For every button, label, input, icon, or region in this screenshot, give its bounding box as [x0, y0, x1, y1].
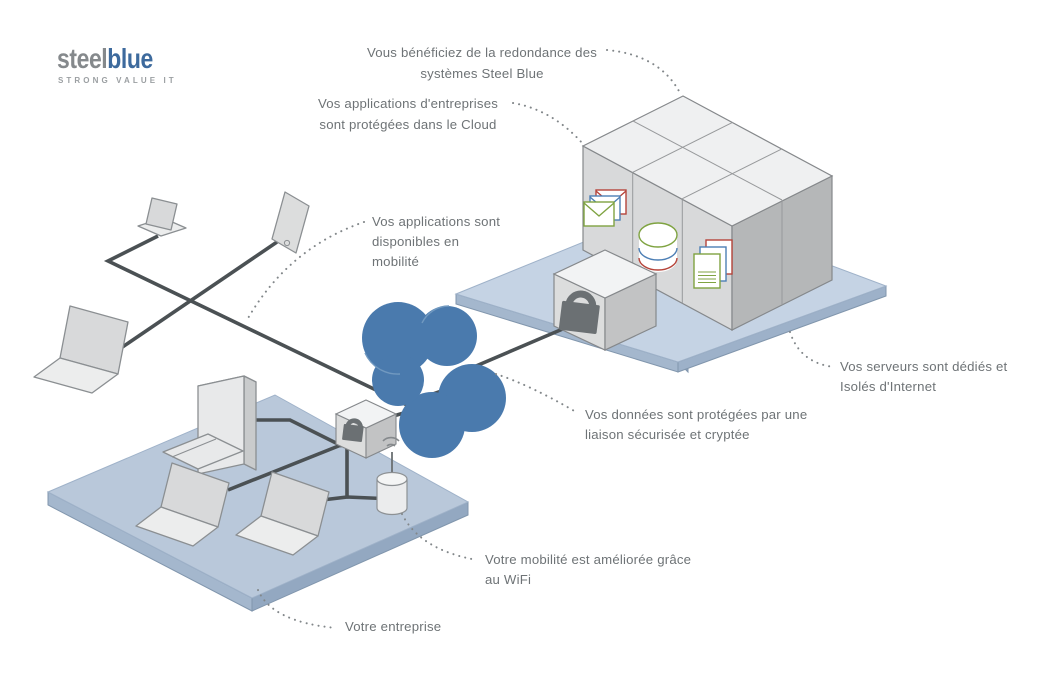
annotation-line: Vous bénéficiez de la redondance des — [367, 45, 597, 60]
annotation-line: Vos applications sont — [372, 214, 500, 229]
leader-servers — [789, 331, 835, 368]
small-laptop-icon — [137, 197, 187, 237]
laptop-icon-mobile — [33, 305, 129, 394]
annotation-line: systèmes Steel Blue — [420, 66, 543, 81]
annotation-line: liaison sécurisée et cryptée — [585, 427, 750, 442]
network-cable-laptop-a — [227, 443, 342, 492]
network-cable-tablet-to-laptop — [119, 240, 279, 350]
rack-grid-lines — [632, 120, 783, 305]
annotation-line: sont protégées dans le Cloud — [319, 117, 496, 132]
enterprise-devices — [135, 375, 408, 556]
annotation-secure-link: Vos données sont protégées par une liais… — [585, 407, 807, 442]
leader-secure-link — [495, 373, 577, 413]
annotation-enterprise: Votre entreprise — [345, 619, 441, 634]
padlock-icon — [558, 290, 600, 334]
annotation-line: Vos données sont protégées par une — [585, 407, 807, 422]
annotation-line: au WiFi — [485, 572, 531, 587]
leader-wifi — [401, 513, 478, 561]
network-cable-tower — [252, 418, 343, 448]
annotation-servers: Vos serveurs sont dédiés et Isolés d'Int… — [840, 359, 1008, 394]
logo-tagline: STRONG VALUE IT — [58, 76, 177, 85]
firewall-cube-enterprise — [334, 399, 398, 459]
annotation-line: Vos serveurs sont dédiés et — [840, 359, 1008, 374]
laptop-icon-enterprise-b — [235, 471, 330, 556]
logo-wordmark: steelblue — [57, 44, 153, 75]
annotation-line: mobilité — [372, 254, 419, 269]
laptop-icon-enterprise-a — [135, 462, 230, 547]
annotation-cloud-apps: Vos applications d'entreprises sont prot… — [318, 96, 498, 132]
steelblue-logo: steelblue STRONG VALUE IT — [57, 44, 177, 85]
logo-word-steel: steel — [57, 44, 107, 75]
annotation-mobile-apps: Vos applications sont disponibles en mob… — [372, 214, 500, 269]
annotation-line: Votre entreprise — [345, 619, 441, 634]
annotation-wifi: Votre mobilité est améliorée grâce au Wi… — [485, 552, 691, 587]
mail-icon — [583, 189, 627, 227]
leader-mobile-apps — [246, 221, 365, 321]
logo-word-blue: blue — [107, 44, 153, 75]
annotation-line: Isolés d'Internet — [840, 379, 936, 394]
leader-enterprise — [257, 589, 337, 629]
cloud-icon — [362, 302, 506, 458]
documents-icon — [693, 239, 733, 289]
database-icon — [638, 222, 678, 272]
closed-laptop-icon — [162, 433, 244, 470]
annotation-redundancy: Vous bénéficiez de la redondance des sys… — [367, 45, 597, 81]
annotation-line: Vos applications d'entreprises — [318, 96, 498, 111]
leader-redundancy — [606, 49, 681, 94]
annotation-line: disponibles en — [372, 234, 459, 249]
dotted-leader-lines — [246, 49, 835, 629]
firewall-cube-datacenter — [552, 249, 658, 351]
network-cable-cloud-to-datacenter — [461, 326, 566, 374]
mobile-devices — [33, 191, 310, 394]
tablet-icon — [271, 191, 310, 254]
padlock-icon-small — [342, 418, 364, 443]
wifi-access-point — [376, 436, 408, 516]
server-rack-block — [581, 95, 834, 332]
wifi-icon — [382, 436, 400, 447]
annotation-line: Votre mobilité est améliorée grâce — [485, 552, 691, 567]
leader-cloud-apps — [512, 102, 584, 145]
